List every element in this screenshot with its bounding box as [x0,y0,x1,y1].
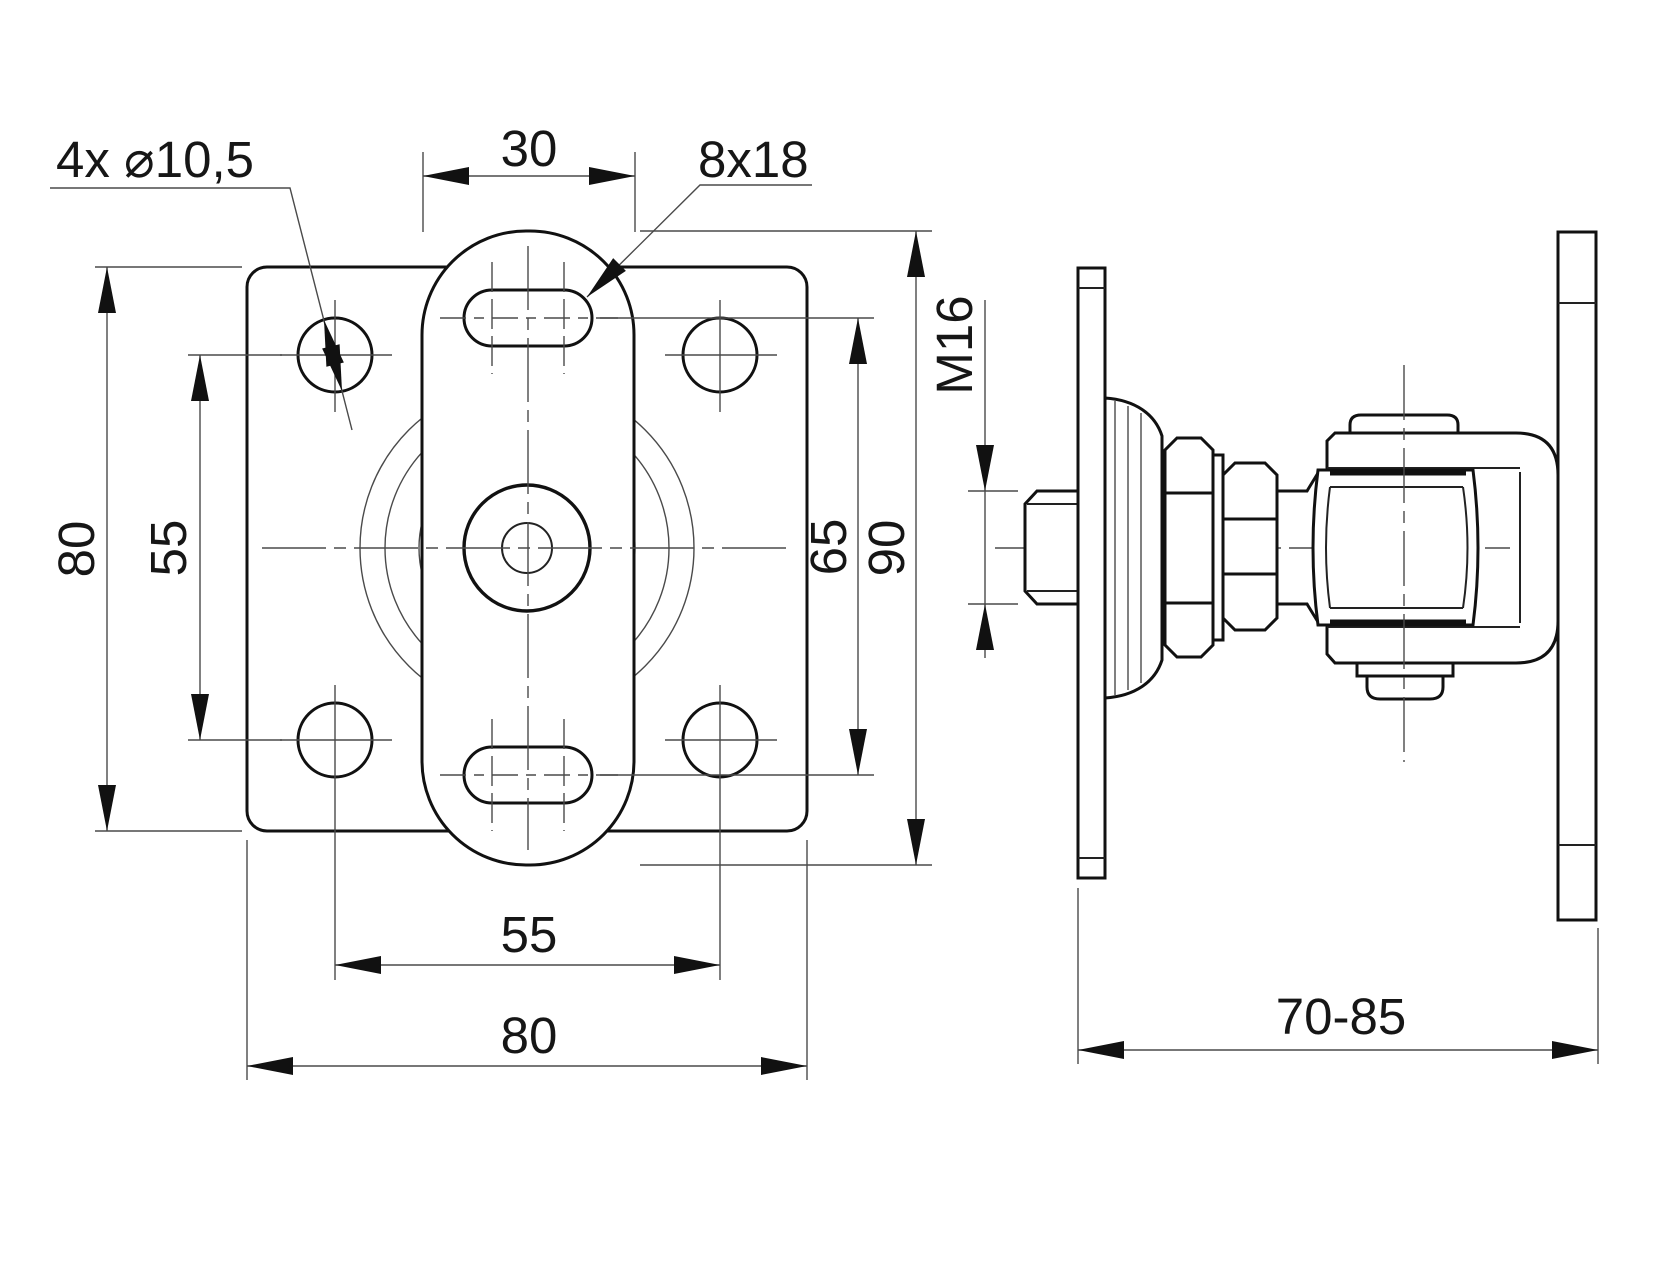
lock-nut [1221,461,1279,632]
dim-hole-spacing-v-55: 55 [140,354,282,741]
side-gate-plate [1556,230,1598,922]
dim-thread-m16: M16 [926,295,1018,658]
dim-label-65: 65 [800,519,857,576]
front-view: 80 55 30 8x18 [48,120,932,1080]
dim-bracket-width-30: 30 [422,120,636,232]
dim-slot-spacing-65: 65 [600,317,874,776]
dim-label-80-bottom: 80 [501,1007,558,1064]
mounting-holes [280,300,777,798]
callout-holes-4x105: 4x ⌀10,5 [50,131,353,431]
main-centerlines [262,246,792,850]
side-mounting-plate [1076,266,1107,880]
dim-plate-width-80: 80 [246,840,808,1080]
dim-hole-spacing-h-55: 55 [334,798,721,980]
dim-plate-height-80: 80 [48,266,242,832]
dim-label-55-bottom: 55 [501,906,558,963]
callout-label-8x18: 8x18 [698,131,809,188]
dim-label-m16: M16 [926,295,983,394]
dim-label-90: 90 [858,520,915,577]
callout-slot-8x18: 8x18 [580,131,812,304]
slot-centerlines [440,262,618,831]
dim-label-30: 30 [501,120,558,177]
dim-label-70-85: 70-85 [1276,988,1406,1045]
flange-nut [1163,436,1215,659]
dim-bracket-height-90: 90 [640,230,932,866]
dim-label-80-left: 80 [48,521,105,578]
side-view: M16 70-85 [926,230,1599,1064]
bell-washer [1103,396,1164,700]
pin-bottom-cap [1355,661,1455,701]
dim-depth-70-85: 70-85 [1077,888,1599,1064]
hole-centerlines [280,300,777,798]
bolt-head [1023,489,1080,606]
callout-label-4x105: 4x ⌀10,5 [56,131,254,188]
pin-top-cap [1348,413,1460,435]
hinge-barrel [1311,468,1480,627]
dim-label-55-left: 55 [140,520,197,577]
